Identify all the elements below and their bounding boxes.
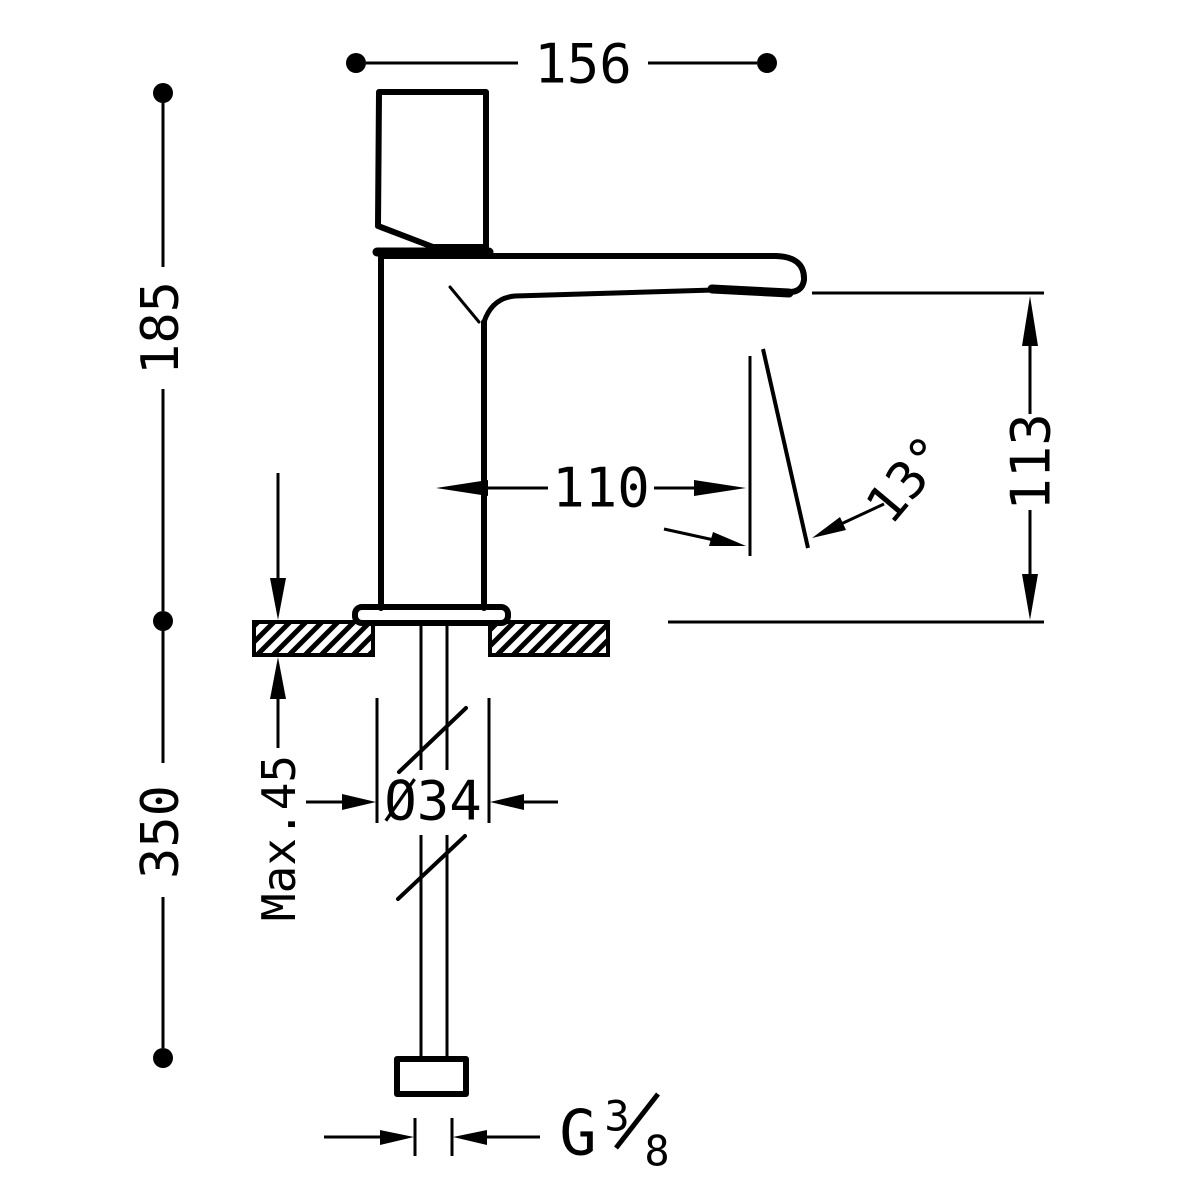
arrowhead-left (453, 1130, 487, 1145)
dim-height-185: 185 (131, 83, 191, 631)
spout-underside (481, 287, 717, 325)
water-stream (663, 348, 810, 556)
leader-line (663, 527, 715, 542)
dim-shank-diameter: Ø34 (306, 698, 558, 833)
dim-endpoint-dot (153, 611, 173, 631)
arrowhead-down (270, 578, 286, 620)
dim-spout-height-113: 113 (668, 291, 1063, 624)
dim-label-110: 110 (552, 457, 650, 520)
thread-fraction-slash (614, 1092, 660, 1150)
dim-endpoint-dot (346, 53, 366, 73)
faucet-outline (352, 89, 807, 1097)
arrowhead-left (490, 794, 524, 810)
spout-body-seam (448, 285, 481, 324)
spout-aerator (707, 284, 794, 298)
dim-label-13deg: 13° (855, 425, 961, 536)
dim-label-185: 185 (131, 281, 191, 375)
counter-right-slab (488, 620, 610, 657)
shank-break-mark-lower (396, 834, 467, 901)
arrowhead-right (709, 532, 746, 546)
arrowhead-down-left (812, 517, 846, 538)
arrowhead-up (270, 657, 286, 699)
dim-label-113: 113 (1000, 413, 1063, 511)
leader-line (840, 502, 885, 526)
stream-angled-line (761, 348, 810, 549)
arrowhead-right (380, 1130, 414, 1145)
dim-label-156: 156 (534, 33, 632, 96)
counter-left-slab (252, 620, 375, 657)
dim-label-dia34: Ø34 (384, 770, 482, 833)
thread-label-g: G (559, 1097, 596, 1170)
base-flange (352, 604, 511, 626)
dim-endpoint-dot (153, 1048, 173, 1068)
dim-label-350: 350 (131, 785, 191, 879)
shank-end-fitting (394, 1056, 469, 1097)
spout-top-edge (378, 253, 807, 296)
handle-lever (375, 89, 489, 250)
dim-height-350: 350 (131, 631, 191, 1068)
dim-counter-thickness: Max.45 (252, 473, 306, 921)
arrowhead-right (342, 794, 376, 810)
arrowhead-right (694, 480, 746, 496)
dim-stream-angle-13: 13° (812, 425, 961, 538)
arrowhead-up (1022, 296, 1038, 346)
dim-endpoint-dot (757, 53, 777, 73)
arrowhead-left (436, 480, 488, 496)
countertop-section (252, 620, 610, 657)
thread-label-denominator: 8 (644, 1127, 669, 1176)
shank-break-mark-upper (397, 706, 468, 774)
dim-spout-reach-110: 110 (436, 457, 746, 520)
dim-width-156: 156 (346, 33, 777, 96)
dim-label-max45: Max.45 (252, 755, 306, 921)
arrowhead-down (1022, 574, 1038, 620)
dim-endpoint-dot (153, 83, 173, 103)
dim-thread-g38: G 3 8 (324, 1092, 670, 1176)
